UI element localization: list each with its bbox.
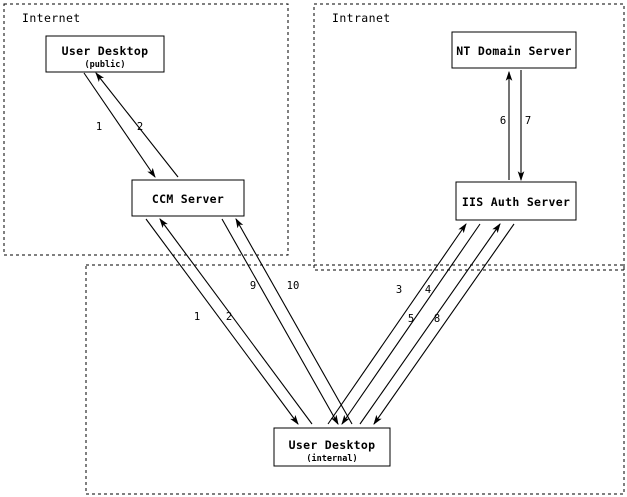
flow-line-9-ccm-to-internal (221, 218, 339, 425)
node-title-user-desktop-internal: User Desktop (289, 438, 376, 452)
node-box-iis-auth-server (455, 181, 577, 221)
node-title-user-desktop-public: User Desktop (62, 44, 149, 58)
zone-label-internet: Internet (22, 11, 81, 25)
zone-label-intranet: Intranet (332, 11, 391, 25)
flow-line-3-internal-to-iis (327, 223, 467, 425)
node-title-ccm-server: CCM Server (152, 192, 224, 206)
node-box-nt-domain-server (451, 31, 577, 69)
step-label-5: 5 (408, 313, 414, 325)
step-label-2-public: 2 (137, 121, 143, 133)
step-label-9: 9 (250, 280, 256, 292)
node-ccm-server[interactable]: CCM Server (131, 179, 245, 217)
step-label-10: 10 (287, 280, 300, 292)
node-iis-auth-server[interactable]: IIS Auth Server (455, 181, 577, 221)
node-subtitle-user-desktop-internal: (internal) (306, 453, 357, 464)
flow-line-1-public-to-ccm (83, 72, 156, 178)
flow-line-1-ccm-to-internal (145, 218, 299, 425)
flow-line-8-iis-to-internal (373, 223, 515, 425)
step-label-7: 7 (525, 115, 531, 127)
node-subtitle-user-desktop-public: (public) (85, 59, 126, 70)
node-box-user-desktop-internal (273, 427, 391, 467)
step-label-8: 8 (434, 313, 440, 325)
flow-line-2-internal-to-ccm (159, 218, 313, 425)
node-box-user-desktop-public (45, 35, 165, 73)
node-title-nt-domain-server: NT Domain Server (456, 44, 572, 58)
node-title-iis-auth-server: IIS Auth Server (462, 195, 570, 209)
step-label-4: 4 (425, 284, 431, 296)
step-label-3: 3 (396, 284, 402, 296)
flow-line-10-internal-to-ccm (235, 218, 353, 425)
step-label-6: 6 (500, 115, 506, 127)
step-label-2-internal: 2 (226, 311, 232, 323)
step-label-1-public: 1 (96, 121, 102, 133)
flow-line-2-ccm-to-public (95, 72, 179, 178)
node-user-desktop-public[interactable]: User Desktop (public) (45, 35, 165, 73)
flow-line-5-internal-to-iis (359, 223, 501, 425)
node-user-desktop-internal[interactable]: User Desktop (internal) (273, 427, 391, 467)
flow-line-4-iis-to-internal (341, 223, 481, 425)
node-nt-domain-server[interactable]: NT Domain Server (451, 31, 577, 69)
zone-internet-border (3, 3, 289, 256)
step-label-1-internal: 1 (194, 311, 200, 323)
node-box-ccm-server (131, 179, 245, 217)
